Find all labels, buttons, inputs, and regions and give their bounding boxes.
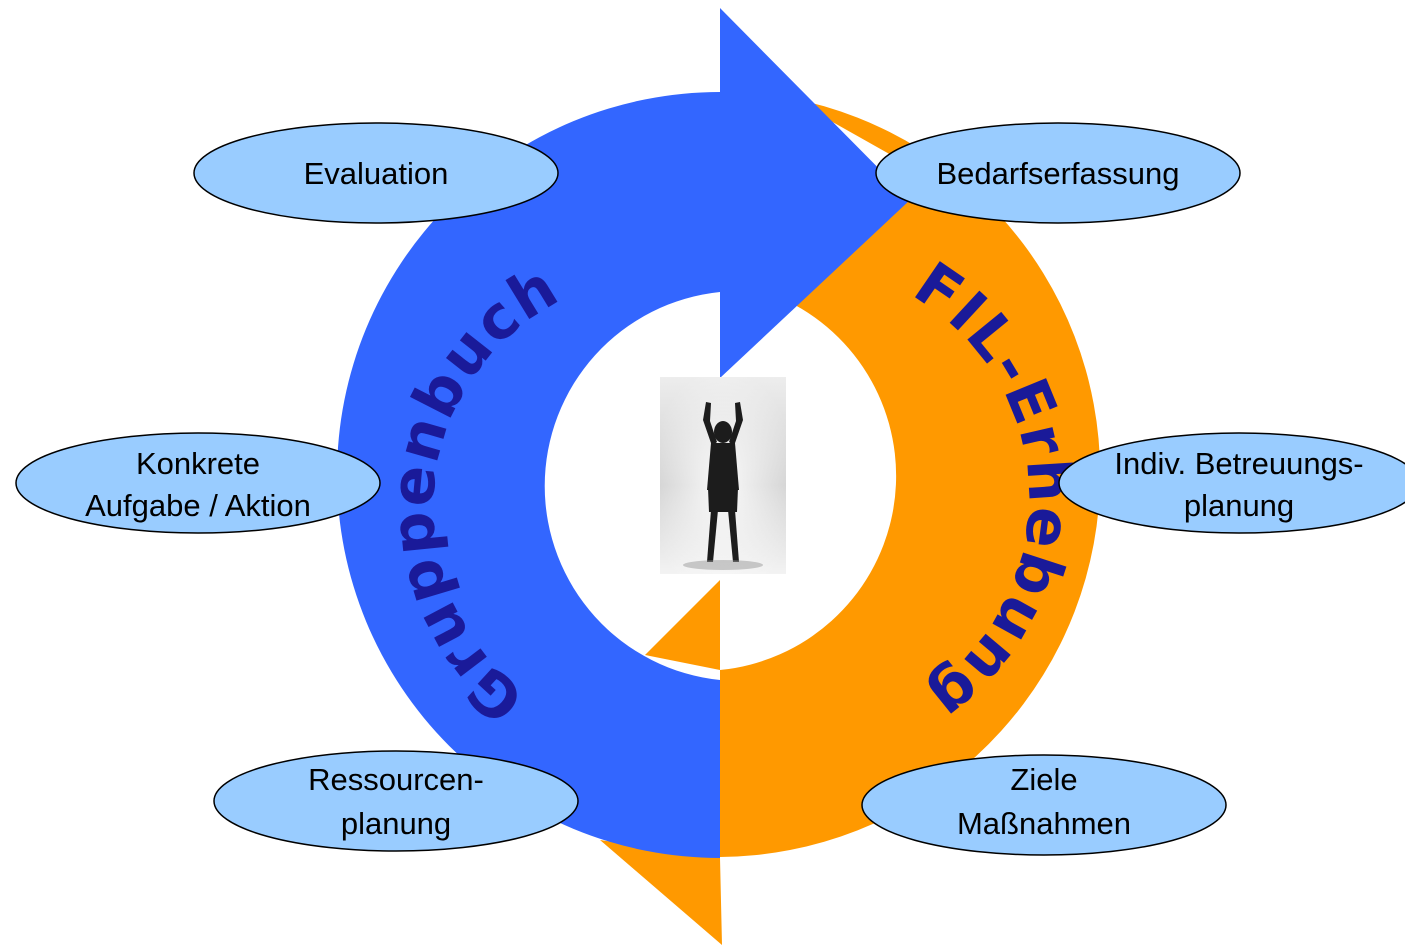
orange-cycle-arrow	[600, 98, 1101, 945]
bubble-betreuungsplanung-line2: planung	[1184, 488, 1294, 523]
bubble-konkrete-aufgabe-line2: Aufgabe / Aktion	[85, 488, 311, 523]
bubble-evaluation-text: Evaluation	[304, 156, 449, 191]
person-arms-raised-image	[660, 377, 786, 574]
bubble-bedarfserfassung: Bedarfserfassung	[875, 122, 1241, 224]
bubble-bedarfserfassung-text: Bedarfserfassung	[937, 156, 1180, 191]
bubble-ressourcenplanung-line2: planung	[341, 806, 451, 841]
bubble-ressourcenplanung: Ressourcen- planung	[213, 750, 579, 852]
bubble-konkrete-aufgabe: Konkrete Aufgabe / Aktion	[15, 432, 381, 534]
bubble-ziele-massnahmen-line1: Ziele	[1010, 762, 1077, 797]
bubble-konkrete-aufgabe-line1: Konkrete	[136, 446, 260, 481]
bubble-ressourcenplanung-line1: Ressourcen-	[308, 762, 484, 797]
bubble-ziele-massnahmen-line2: Maßnahmen	[957, 806, 1131, 841]
bubble-betreuungsplanung: Indiv. Betreuungs- planung	[1058, 432, 1405, 534]
bubble-evaluation: Evaluation	[193, 122, 559, 224]
bubble-betreuungsplanung-line1: Indiv. Betreuungs-	[1114, 446, 1363, 481]
bubble-ziele-massnahmen: Ziele Maßnahmen	[861, 754, 1227, 856]
blue-cycle-arrow	[337, 8, 910, 858]
